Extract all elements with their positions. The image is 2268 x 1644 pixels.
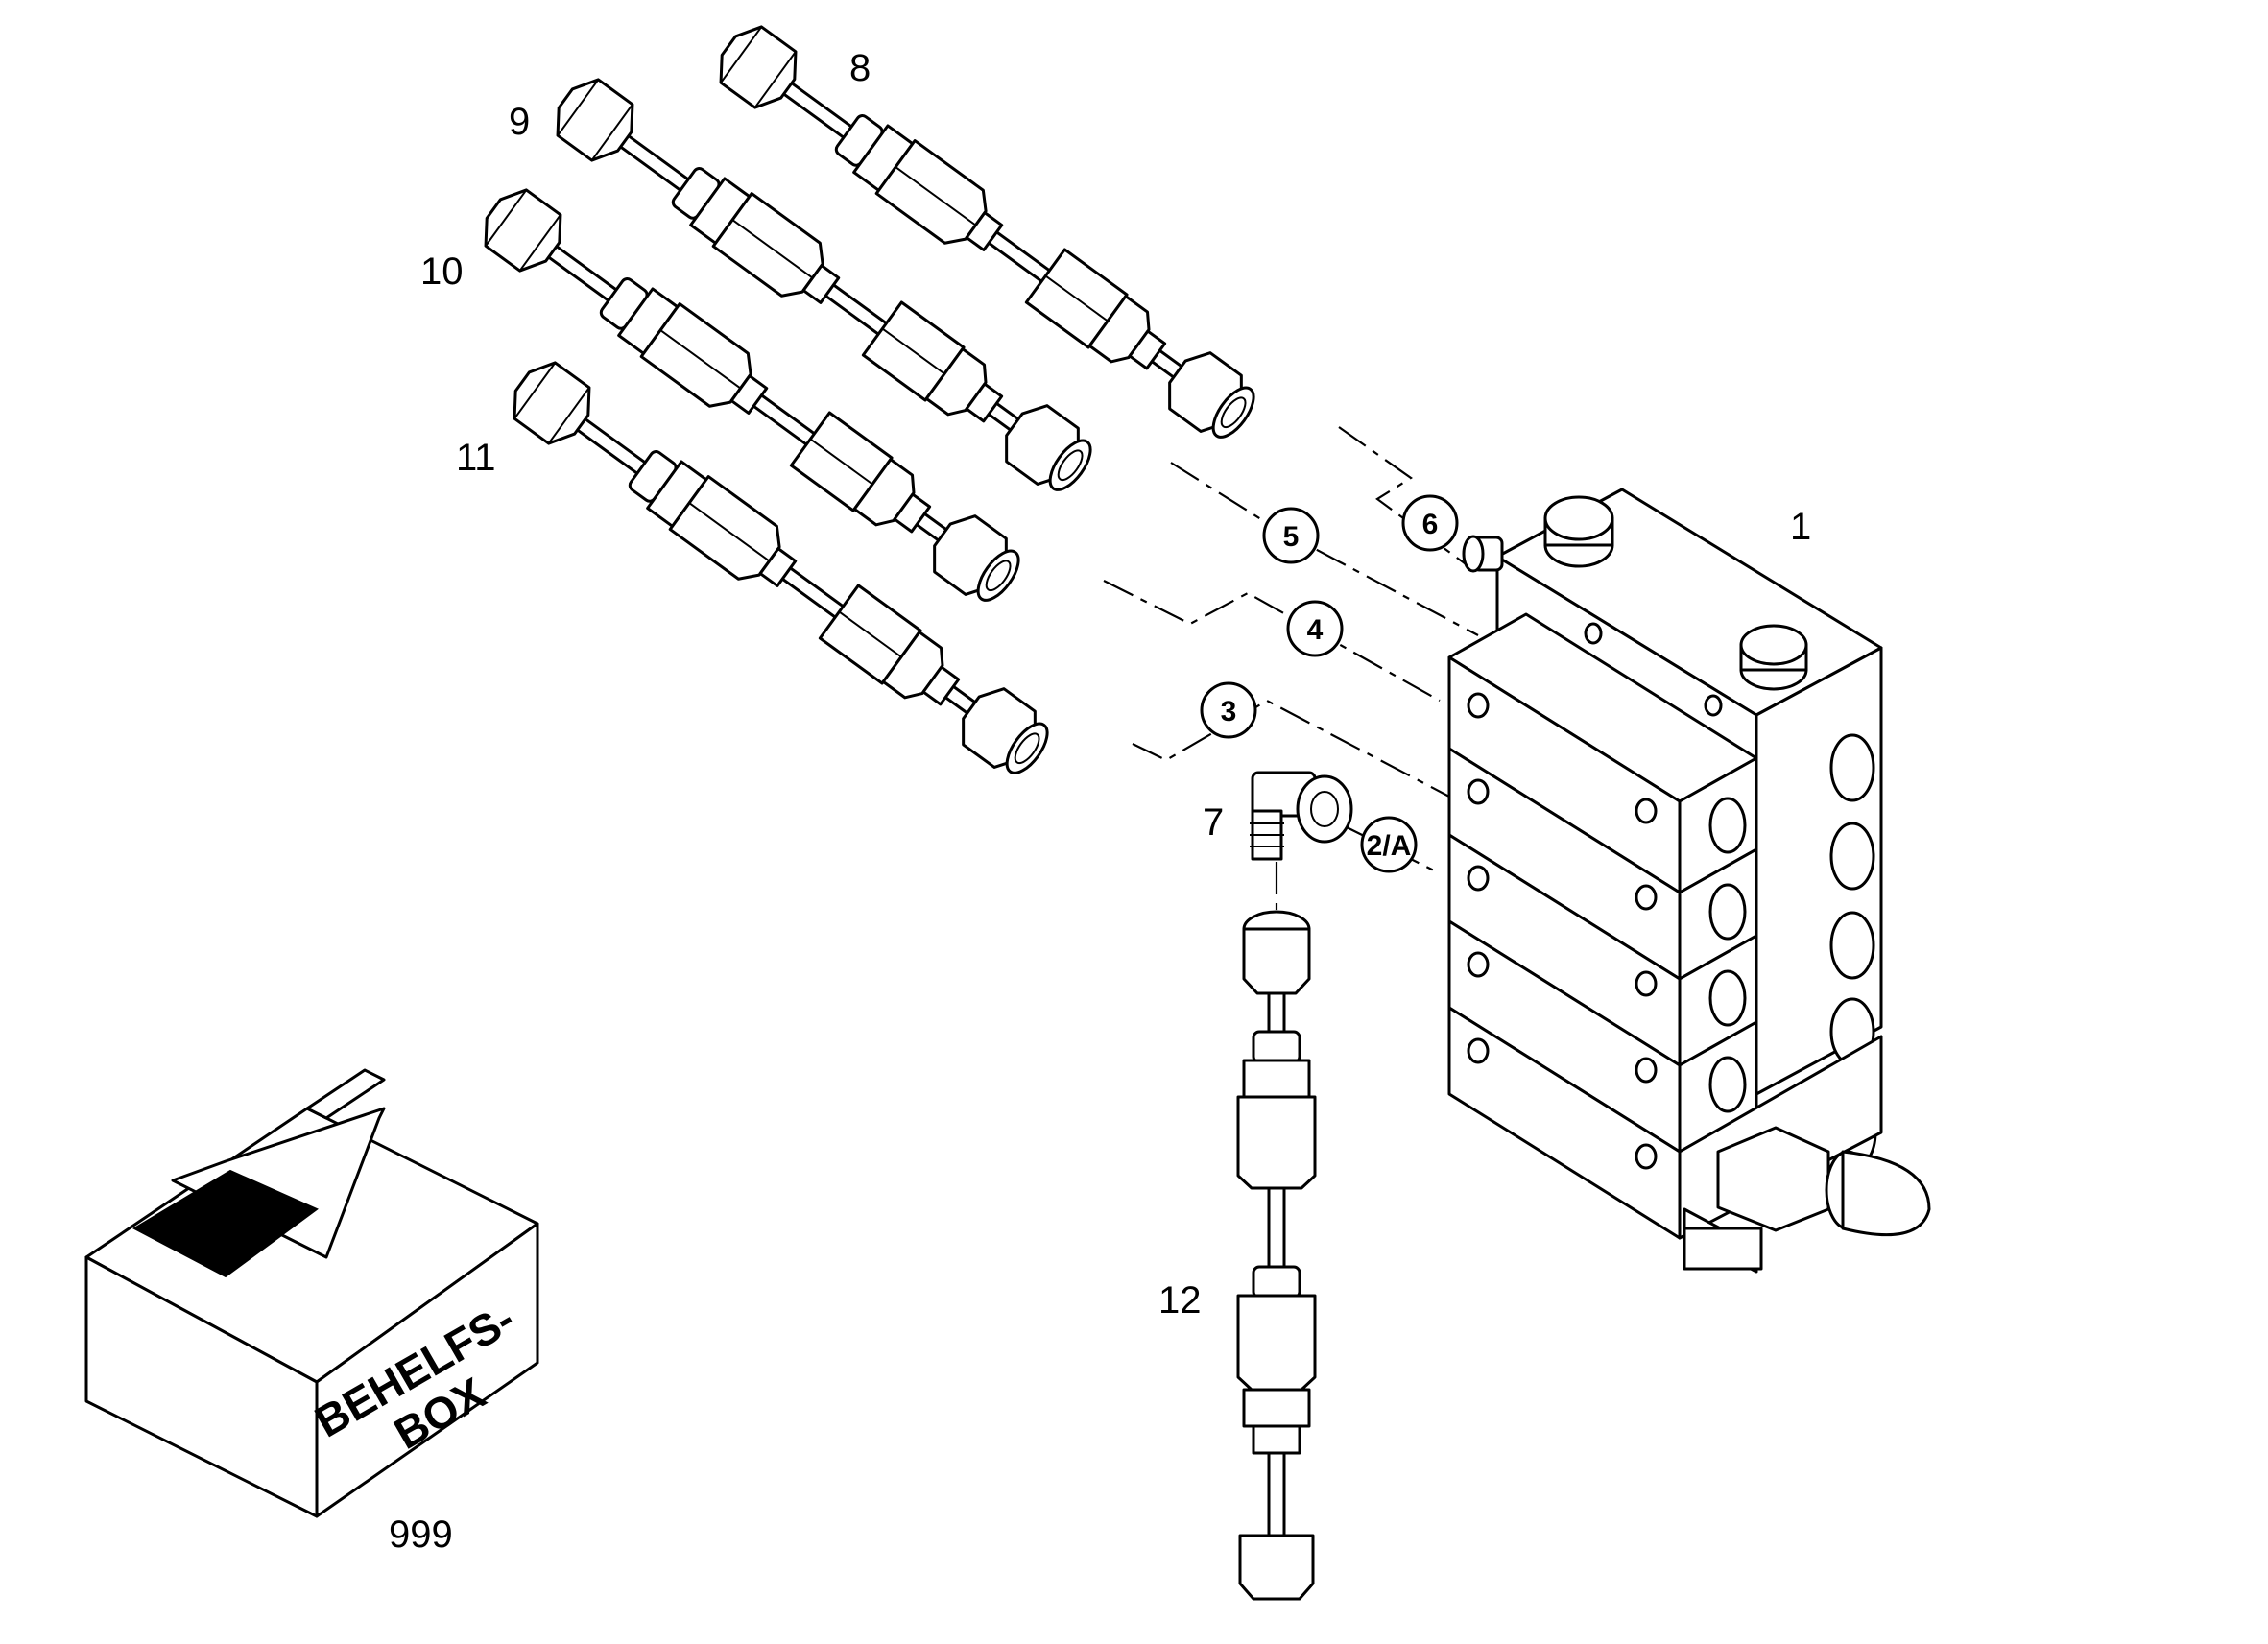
callout-5: 5: [1262, 507, 1320, 564]
callout-3: 3: [1200, 681, 1257, 739]
part-number-10: 10: [420, 250, 464, 293]
part-number-11: 11: [456, 437, 496, 479]
svg-text:4: 4: [1307, 614, 1324, 646]
svg-text:3: 3: [1221, 696, 1237, 727]
elbow-fitting: [1250, 771, 1353, 861]
callout-4: 4: [1286, 600, 1344, 657]
callout-6: 6: [1401, 494, 1459, 552]
svg-text:6: 6: [1422, 509, 1439, 540]
part-number-8: 8: [849, 47, 871, 89]
svg-text:5: 5: [1283, 521, 1300, 553]
part-number-7: 7: [1203, 801, 1224, 844]
part-number-9: 9: [509, 101, 530, 143]
distributor-block: [1447, 488, 1931, 1274]
part-number-1: 1: [1790, 506, 1811, 548]
behelfs-box: BEHELFS- BOX: [84, 1068, 539, 1518]
callout-2a: 2/A: [1360, 816, 1418, 873]
svg-text:2/A: 2/A: [1367, 830, 1412, 862]
vertical-pipe-assembly: [1236, 910, 1317, 1601]
callouts: 6 5 4 3 2/A: [1200, 494, 1459, 873]
part-numbers: 1 7 8 9 10 11 12 999: [389, 47, 1811, 1556]
part-number-999: 999: [389, 1513, 453, 1556]
part-number-12: 12: [1158, 1279, 1202, 1322]
